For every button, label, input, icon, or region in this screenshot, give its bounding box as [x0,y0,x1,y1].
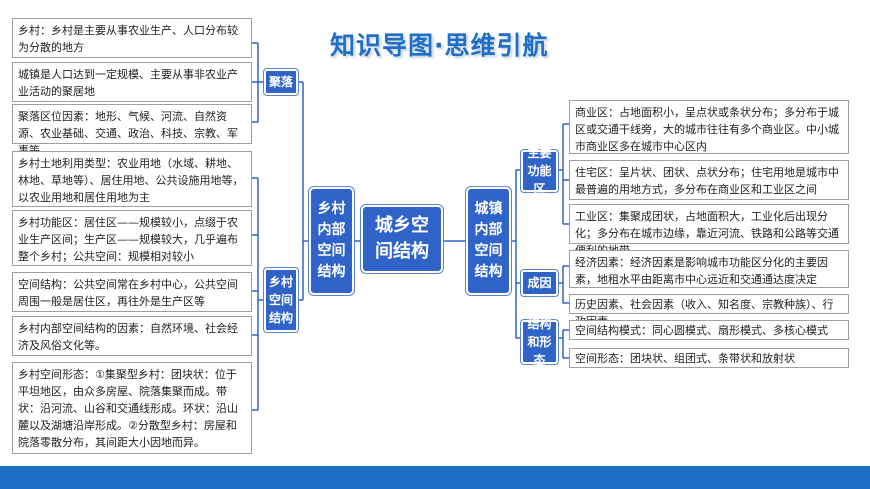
rural-main-node[interactable]: 乡村内部空间结构 [309,187,354,295]
rural-item-landuse: 乡村土地利用类型：农业用地（水域、耕地、林地、草地等）、居住用地、公共设施用地等… [12,151,252,207]
causes-label: 成因 [527,276,552,290]
causes-node[interactable]: 成因 [521,270,558,296]
forms-label: 结构和形态 [527,317,552,367]
page-title: 知识导图·思维引航 [330,31,549,60]
form-item-models: 空间结构模式：同心圆模式、扇形模式、多核心模式 [569,320,849,340]
zone-item-residential: 住宅区：呈片状、团状、点状分布；住宅用地是城市中最普遍的用地方式，多分布在商业区… [569,160,849,200]
form-item-shapes: 空间形态：团块状、组团式、条带状和放射状 [569,348,849,368]
zone-item-industrial: 工业区：集聚成团状，占地面积大，工业化后出现分化；多分布在城市边缘，靠近河流、铁… [569,204,849,257]
zones-node[interactable]: 主要功能区 [521,146,558,196]
zone-item-commercial: 商业区：占地面积小，呈点状或条状分布；多分布于城区或交通干线旁，大的城市往往有多… [569,100,849,154]
rural-item-functions: 乡村功能区：居住区——规模较小，点缀于农业生产区间；生产区——规模较大，几乎遍布… [12,210,252,266]
rural-item-forms: 乡村空间形态：①集聚型乡村：团块状：位于平坦地区，由众多房屋、院落集聚而成。带状… [12,362,252,454]
center-node[interactable]: 城乡空间结构 [361,205,443,273]
zones-label: 主要功能区 [527,146,552,196]
urban-main-label: 城镇内部空间结构 [474,201,503,280]
rural-item-factors: 乡村内部空间结构的因素：自然环境、社会经济及风俗文化等。 [12,316,252,356]
juluo-item-factors: 聚落区位因素：地形、气候、河流、自然资源、农业基础、交通、政治、科技、宗教、军事… [12,104,252,157]
rural-structure-label: 乡村空间结构 [268,275,293,325]
juluo-label: 聚落 [268,75,293,89]
cause-item-other: 历史因素、社会因素（收入、知名度、宗教种族）、行政因素 [569,294,849,328]
juluo-node[interactable]: 聚落 [264,69,298,95]
footer-bar [0,466,870,489]
rural-structure-node[interactable]: 乡村空间结构 [264,268,298,332]
juluo-item-rural: 乡村：乡村是主要从事农业生产、人口分布较为分散的地方 [12,18,252,58]
juluo-item-town: 城镇是人口达到一定规模、主要从事非农业产业活动的聚居地 [12,62,252,102]
center-label: 城乡空间结构 [375,215,429,262]
forms-node[interactable]: 结构和形态 [521,317,558,367]
cause-item-economic: 经济因素：经济因素是影响城市功能区分化的主要因素，地租水平由距离市中心远近和交通… [569,250,849,288]
rural-item-spatial: 空间结构：公共空间常在乡村中心，公共空间周围一般是居住区，再往外是生产区等 [12,272,252,312]
urban-main-node[interactable]: 城镇内部空间结构 [466,187,511,295]
rural-main-label: 乡村内部空间结构 [317,201,346,280]
